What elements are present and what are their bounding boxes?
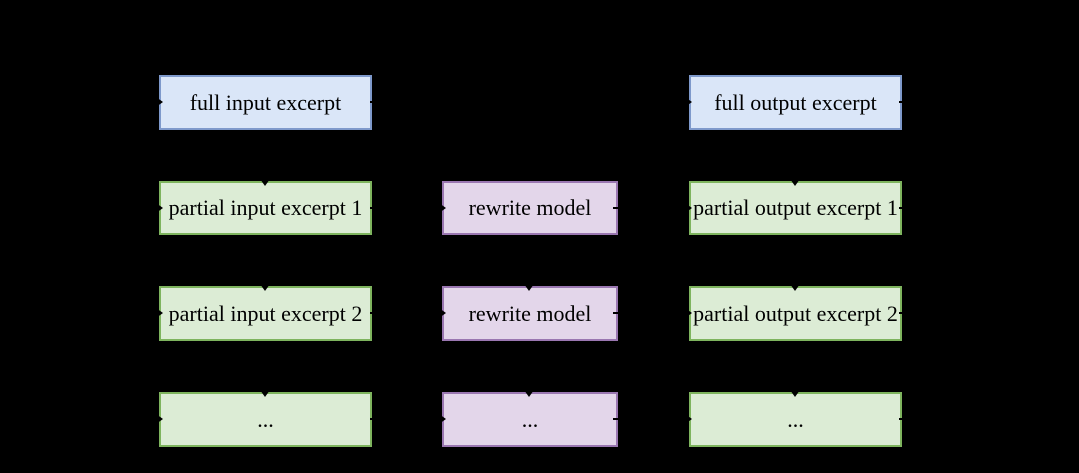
box-label: ...: [787, 406, 804, 432]
arrow-right-shaft: [613, 418, 687, 420]
arrow-right-shaft: [122, 207, 158, 209]
box-label: partial output excerpt 1: [693, 195, 898, 220]
box-partial-input-excerpt-1: partial input excerpt 1: [159, 181, 372, 235]
arrow-right-shaft: [370, 101, 687, 103]
arrow-right-shaft: [613, 207, 687, 209]
box-label: ...: [257, 406, 274, 432]
arrow-down-shaft: [264, 237, 266, 286]
arrowhead-right-icon: [685, 414, 692, 424]
arrow-right-shaft: [370, 207, 441, 209]
box-partial-input-ellipsis: ...: [159, 392, 372, 447]
arrowhead-right-icon: [685, 308, 692, 318]
arrow-down-shaft: [794, 343, 796, 392]
box-label: ...: [521, 406, 539, 432]
arrow-down-shaft: [264, 343, 266, 392]
arrowhead-right-icon: [156, 97, 163, 107]
arrowhead-right-icon: [931, 414, 938, 424]
arrowhead-right-icon: [156, 414, 163, 424]
arrow-right-shaft: [899, 418, 933, 420]
arrow-right-shaft: [122, 101, 158, 103]
arrowhead-right-icon: [439, 203, 446, 213]
box-rewrite-model-1: rewrite model: [442, 181, 618, 235]
box-label: full output excerpt: [714, 89, 877, 115]
arrowhead-down-icon: [790, 390, 800, 397]
box-label: partial output excerpt 2: [693, 300, 898, 326]
arrow-right-shaft: [122, 312, 158, 314]
arrowhead-right-icon: [931, 97, 938, 107]
box-full-output-excerpt: full output excerpt: [689, 75, 902, 130]
box-partial-output-excerpt-1: partial output excerpt 1: [689, 181, 902, 235]
arrowhead-right-icon: [156, 203, 163, 213]
arrow-right-shaft: [899, 207, 933, 209]
box-label: partial input excerpt 1: [168, 195, 363, 220]
arrowhead-right-icon: [156, 308, 163, 318]
arrow-right-shaft: [122, 418, 158, 420]
arrow-right-shaft: [370, 312, 441, 314]
box-label: rewrite model: [468, 195, 592, 220]
arrowhead-right-icon: [931, 308, 938, 318]
arrowhead-down-icon: [790, 179, 800, 186]
box-label: full input excerpt: [189, 89, 342, 115]
arrow-down-shaft: [528, 343, 530, 392]
arrowhead-down-icon: [524, 390, 534, 397]
arrowhead-down-icon: [260, 390, 270, 397]
arrowhead-right-icon: [439, 414, 446, 424]
arrowhead-right-icon: [685, 97, 692, 107]
arrow-down-shaft: [528, 237, 530, 286]
box-full-input-excerpt: full input excerpt: [159, 75, 372, 130]
arrow-right-shaft: [899, 101, 933, 103]
arrowhead-right-icon: [931, 203, 938, 213]
box-label: partial input excerpt 2: [168, 300, 363, 326]
arrow-right-shaft: [899, 312, 933, 314]
arrow-down-shaft: [264, 132, 266, 181]
arrowhead-down-icon: [260, 179, 270, 186]
box-rewrite-model-ellipsis: ...: [442, 392, 618, 447]
arrowhead-down-icon: [524, 284, 534, 291]
box-partial-input-excerpt-2: partial input excerpt 2: [159, 286, 372, 341]
arrow-down-shaft: [794, 132, 796, 181]
arrowhead-right-icon: [439, 308, 446, 318]
arrowhead-down-icon: [260, 284, 270, 291]
box-label: rewrite model: [468, 300, 592, 326]
arrowhead-down-icon: [790, 284, 800, 291]
arrow-right-shaft: [370, 418, 441, 420]
box-partial-output-excerpt-2: partial output excerpt 2: [689, 286, 902, 341]
arrowhead-right-icon: [685, 203, 692, 213]
arrow-down-shaft: [794, 237, 796, 286]
box-rewrite-model-2: rewrite model: [442, 286, 618, 341]
arrow-right-shaft: [613, 312, 687, 314]
box-partial-output-ellipsis: ...: [689, 392, 902, 447]
